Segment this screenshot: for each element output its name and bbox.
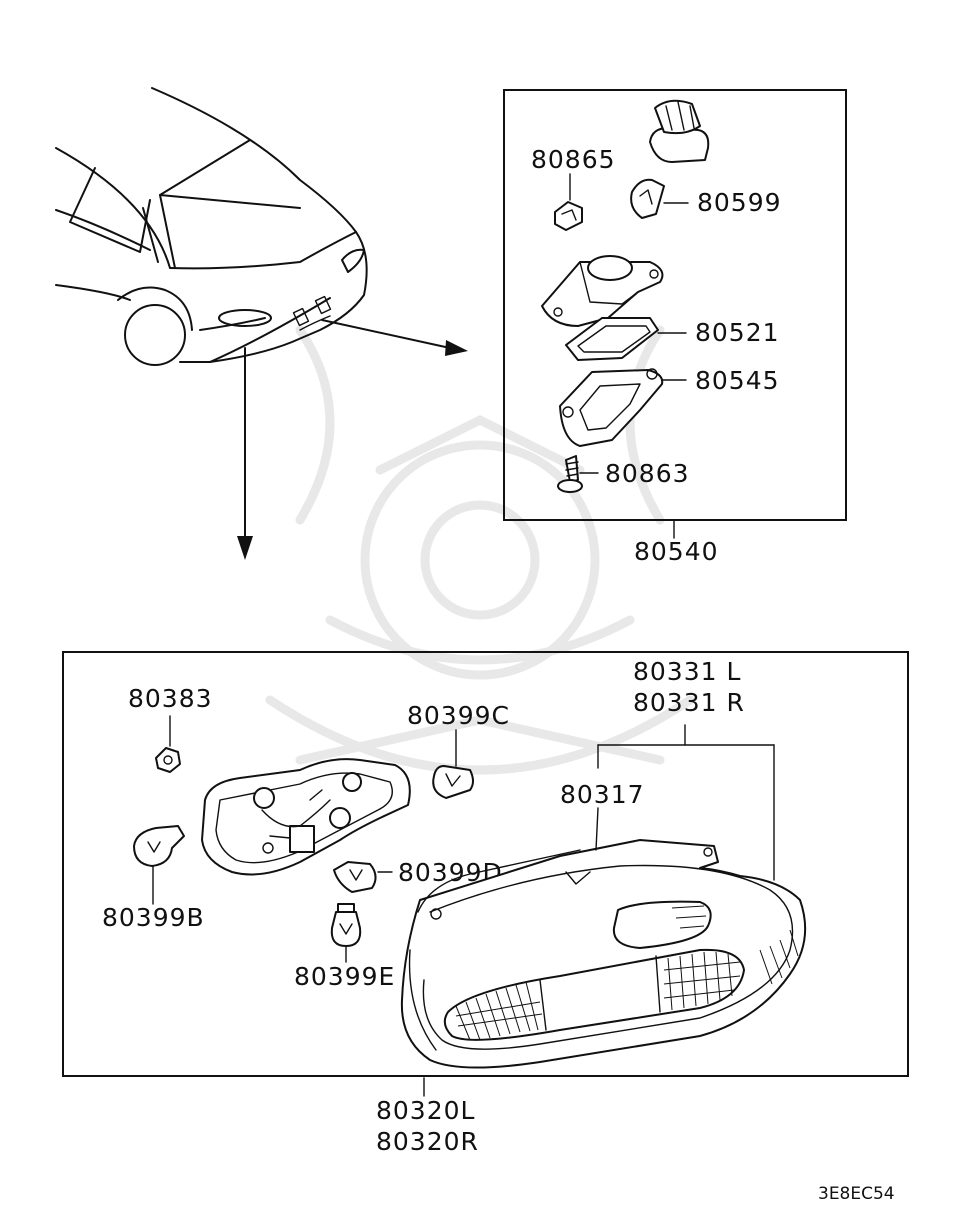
label-80383: 80383 xyxy=(128,684,213,713)
label-80331r: 80331 R xyxy=(633,688,745,717)
label-80399c: 80399C xyxy=(407,701,510,730)
arrow-to-license-lamp xyxy=(321,319,468,356)
bulb-80599 xyxy=(630,178,665,219)
label-80320l: 80320L xyxy=(376,1096,475,1125)
label-80545: 80545 xyxy=(695,366,780,395)
tail-lamp-lens xyxy=(400,839,807,1069)
license-lamp-box xyxy=(503,89,847,521)
label-80317: 80317 xyxy=(560,780,645,809)
label-80599: 80599 xyxy=(697,188,782,217)
lens-80545 xyxy=(559,368,664,447)
leader-80331 xyxy=(597,724,775,881)
label-80863: 80863 xyxy=(605,459,690,488)
label-80865: 80865 xyxy=(531,145,616,174)
label-80331l: 80331 L xyxy=(633,657,741,686)
nut-80383 xyxy=(155,747,181,773)
gasket-80521 xyxy=(565,317,659,361)
car-rear-illustration xyxy=(55,87,368,366)
bulb-80399e xyxy=(330,903,362,947)
socket-harness-plate xyxy=(201,758,411,876)
label-80521: 80521 xyxy=(695,318,780,347)
clip-80865 xyxy=(554,201,583,231)
label-80320r: 80320R xyxy=(376,1127,479,1156)
screw-80863 xyxy=(557,455,583,493)
license-lamp-housing xyxy=(541,255,664,327)
label-80540: 80540 xyxy=(634,537,719,566)
tail-lamp-box xyxy=(62,651,909,1077)
bulb-80399c xyxy=(432,765,474,799)
watermark-emblem xyxy=(265,325,695,775)
label-80399e: 80399E xyxy=(294,962,395,991)
diagram-code: 3E8EC54 xyxy=(818,1184,895,1204)
bulb-80399b xyxy=(133,825,185,867)
bulb-80399d xyxy=(333,861,377,893)
arrow-to-tail-lamp xyxy=(237,347,253,560)
lamp-socket xyxy=(649,99,710,163)
label-80399b: 80399B xyxy=(102,903,205,932)
lens-hatching xyxy=(455,905,799,1041)
